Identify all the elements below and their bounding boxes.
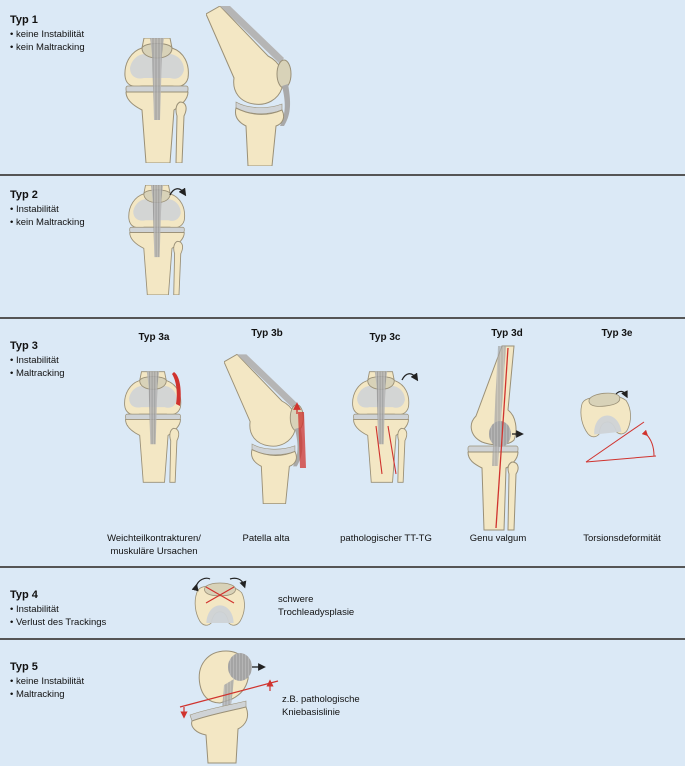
subtype-title: Typ 3d (491, 328, 523, 339)
section-divider (0, 174, 685, 176)
subtype-title: Typ 3b (251, 328, 283, 339)
section-divider (0, 317, 685, 319)
tt-tg-line-icon (375, 425, 397, 475)
bullet: Instabilität (10, 354, 65, 367)
subtype-title: Typ 3c (369, 332, 401, 343)
bullet: kein Maltracking (10, 216, 85, 229)
bullet: Instabilität (10, 203, 85, 216)
section-divider (0, 638, 685, 640)
subtype-title: Typ 3e (601, 328, 633, 339)
genu-valgum-leg-icon (467, 345, 524, 531)
bullet: Maltracking (10, 367, 65, 380)
subtype-caption: Torsionsdeformität (583, 533, 661, 544)
knee-side-icon (206, 6, 296, 166)
type-title: Typ 4 (10, 589, 38, 601)
section-typ-3: Typ 3 Instabilität Maltracking Typ 3a We… (0, 318, 685, 566)
bullet: Verlust des Trackings (10, 616, 106, 629)
section-typ-5: Typ 5 keine Instabilität Maltracking z.B… (0, 639, 685, 766)
type-bullets: Instabilität Maltracking (10, 354, 65, 380)
knee-axial-icon (191, 577, 247, 626)
subtype-title: Typ 3a (138, 332, 170, 343)
section-divider (0, 566, 685, 568)
section-typ-1: Typ 1 keine Instabilität kein Maltrackin… (0, 0, 685, 174)
section-typ-4: Typ 4 Instabilität Verlust des Trackings… (0, 567, 685, 638)
bullet: Instabilität (10, 603, 106, 616)
section-typ-2: Typ 2 Instabilität kein Maltracking (0, 175, 685, 317)
type-caption: z.B. pathologische Kniebasislinie (282, 694, 360, 718)
type-title: Typ 3 (10, 340, 38, 352)
type-bullets: Instabilität kein Maltracking (10, 203, 85, 229)
type-title: Typ 1 (10, 14, 38, 26)
arrow-icon (401, 372, 419, 382)
knee-front-icon (122, 38, 192, 163)
bullet: Maltracking (10, 688, 84, 701)
subtype-caption: Weichteilkontrakturen/ muskuläre Ursache… (107, 533, 201, 557)
bullet: keine Instabilität (10, 675, 84, 688)
knee-front-icon (122, 185, 192, 295)
type-title: Typ 5 (10, 661, 38, 673)
type-caption: schwere Trochleadysplasie (278, 594, 355, 618)
bullet: kein Maltracking (10, 41, 85, 54)
subtype-caption: pathologischer TT-TG (340, 533, 432, 544)
subtype-caption: Patella alta (242, 533, 290, 544)
type-bullets: keine Instabilität Maltracking (10, 675, 84, 701)
type-title: Typ 2 (10, 189, 38, 201)
knee-side-icon (179, 650, 279, 764)
type-bullets: keine Instabilität kein Maltracking (10, 28, 85, 54)
arrow-icon (169, 187, 187, 197)
type-bullets: Instabilität Verlust des Trackings (10, 603, 106, 629)
soft-tissue-contracture-icon (172, 372, 181, 406)
bullet: keine Instabilität (10, 28, 85, 41)
subtype-caption: Genu valgum (469, 533, 527, 544)
patella-alta-marker-icon (293, 402, 306, 468)
torsion-axial-icon (578, 390, 657, 463)
